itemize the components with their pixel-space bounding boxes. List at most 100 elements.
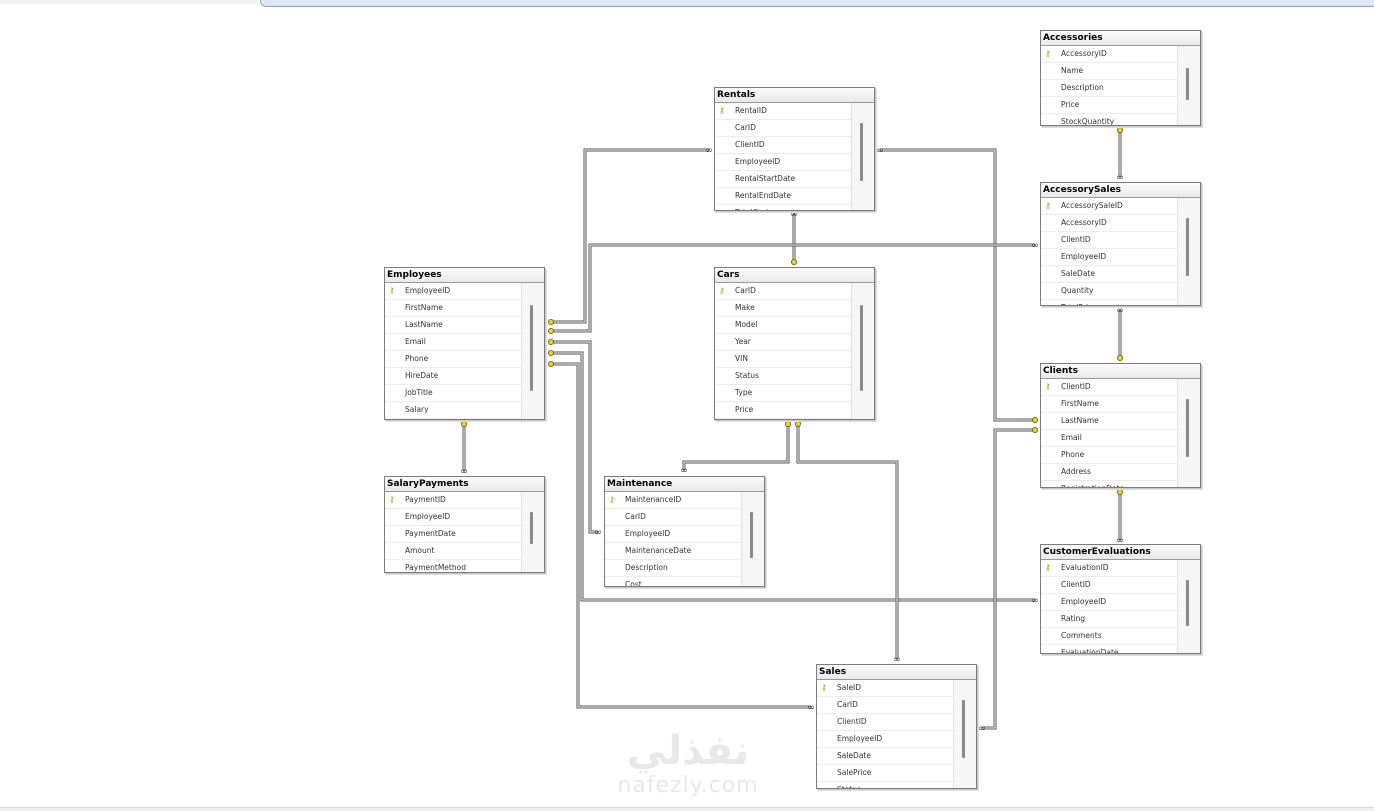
column-row[interactable]: Mileage (715, 419, 852, 420)
rel-rentals-clients[interactable] (880, 148, 1035, 422)
rel-maintenance-cars[interactable] (682, 424, 790, 470)
column-row[interactable]: SaleDate (817, 748, 954, 765)
table-scrollbar[interactable] (1177, 379, 1200, 487)
column-row[interactable]: Comments (1041, 628, 1178, 645)
column-row[interactable]: LastName (1041, 413, 1178, 430)
table-scrollbar[interactable] (1177, 560, 1200, 653)
scrollbar-thumb[interactable] (962, 700, 965, 758)
column-row[interactable]: IsActive (385, 419, 522, 420)
table-title[interactable]: Cars (715, 268, 874, 283)
column-row[interactable]: CarID (817, 697, 954, 714)
column-row[interactable]: Description (605, 560, 742, 577)
column-row[interactable]: ⚷MaintenanceID (605, 492, 742, 509)
column-row[interactable]: PaymentMethod (385, 560, 522, 572)
column-row[interactable]: RentalStartDate (715, 171, 852, 188)
scrollbar-thumb[interactable] (1186, 218, 1189, 276)
rel-rentals-employees[interactable] (551, 148, 709, 324)
scrollbar-thumb[interactable] (1186, 399, 1189, 457)
column-row[interactable]: PaymentDate (385, 526, 522, 543)
column-row[interactable]: EmployeeID (817, 731, 954, 748)
column-row[interactable]: ClientID (1041, 232, 1178, 249)
column-row[interactable]: Make (715, 300, 852, 317)
scrollbar-thumb[interactable] (750, 512, 753, 558)
rel-maintenance-employees[interactable] (551, 340, 598, 534)
column-row[interactable]: EvaluationDate (1041, 645, 1178, 653)
table-title[interactable]: AccessorySales (1041, 183, 1200, 198)
column-row[interactable]: ClientID (1041, 577, 1178, 594)
column-row[interactable]: CarID (715, 120, 852, 137)
column-row[interactable]: Model (715, 317, 852, 334)
column-row[interactable]: ClientID (715, 137, 852, 154)
column-row[interactable]: VIN (715, 351, 852, 368)
column-row[interactable]: ⚷RentalID (715, 103, 852, 120)
table-scrollbar[interactable] (851, 283, 874, 419)
column-row[interactable]: Amount (385, 543, 522, 560)
scrollbar-thumb[interactable] (860, 305, 863, 391)
column-row[interactable]: TotalPrice (1041, 300, 1178, 305)
column-row[interactable]: Salary (385, 402, 522, 419)
column-row[interactable]: Cost (605, 577, 742, 586)
column-row[interactable]: Description (1041, 80, 1178, 97)
column-row[interactable]: EmployeeID (715, 154, 852, 171)
table-scrollbar[interactable] (521, 492, 544, 572)
column-row[interactable]: Name (1041, 63, 1178, 80)
column-row[interactable]: LastName (385, 317, 522, 334)
column-row[interactable]: FirstName (1041, 396, 1178, 413)
table-scrollbar[interactable] (953, 680, 976, 788)
column-row[interactable]: ⚷ClientID (1041, 379, 1178, 396)
table-title[interactable]: Accessories (1041, 31, 1200, 46)
column-row[interactable]: Address (1041, 464, 1178, 481)
scrollbar-thumb[interactable] (1186, 68, 1189, 100)
table-title[interactable]: Clients (1041, 364, 1200, 379)
column-row[interactable]: JobTitle (385, 385, 522, 402)
scrollbar-thumb[interactable] (860, 123, 863, 181)
column-row[interactable]: RentalEndDate (715, 188, 852, 205)
column-row[interactable]: Price (1041, 97, 1178, 114)
table-scrollbar[interactable] (1177, 198, 1200, 305)
column-row[interactable]: Quantity (1041, 283, 1178, 300)
column-row[interactable]: EmployeeID (605, 526, 742, 543)
scrollbar-thumb[interactable] (530, 512, 533, 544)
rel-sales-clients[interactable] (982, 428, 1035, 730)
column-row[interactable]: EmployeeID (1041, 594, 1178, 611)
table-title[interactable]: SalaryPayments (385, 477, 544, 492)
column-row[interactable]: Email (385, 334, 522, 351)
column-row[interactable]: HireDate (385, 368, 522, 385)
column-row[interactable]: Email (1041, 430, 1178, 447)
column-row[interactable]: ⚷CarID (715, 283, 852, 300)
table-title[interactable]: Maintenance (605, 477, 764, 492)
table-title[interactable]: Rentals (715, 88, 874, 103)
column-row[interactable]: Year (715, 334, 852, 351)
column-row[interactable]: RegistrationDate (1041, 481, 1178, 487)
column-row[interactable]: AccessoryID (1041, 215, 1178, 232)
column-row[interactable]: EmployeeID (385, 509, 522, 526)
column-row[interactable]: ClientID (817, 714, 954, 731)
table-scrollbar[interactable] (521, 283, 544, 419)
column-row[interactable]: Price (715, 402, 852, 419)
scrollbar-thumb[interactable] (530, 305, 533, 391)
column-row[interactable]: ⚷EvaluationID (1041, 560, 1178, 577)
table-scrollbar[interactable] (851, 103, 874, 210)
column-row[interactable]: ⚷PaymentID (385, 492, 522, 509)
column-row[interactable]: MaintenanceDate (605, 543, 742, 560)
scrollbar-thumb[interactable] (1186, 580, 1189, 626)
column-row[interactable]: ⚷AccessoryID (1041, 46, 1178, 63)
column-row[interactable]: CarID (605, 509, 742, 526)
table-scrollbar[interactable] (1177, 46, 1200, 125)
column-row[interactable]: StockQuantity (1041, 114, 1178, 125)
rel-sales-cars[interactable] (796, 424, 899, 659)
column-row[interactable]: Rating (1041, 611, 1178, 628)
column-row[interactable]: EmployeeID (1041, 249, 1178, 266)
column-row[interactable]: SaleDate (1041, 266, 1178, 283)
table-title[interactable]: Sales (817, 665, 976, 680)
column-row[interactable]: TotalCost (715, 205, 852, 210)
table-title[interactable]: Employees (385, 268, 544, 283)
